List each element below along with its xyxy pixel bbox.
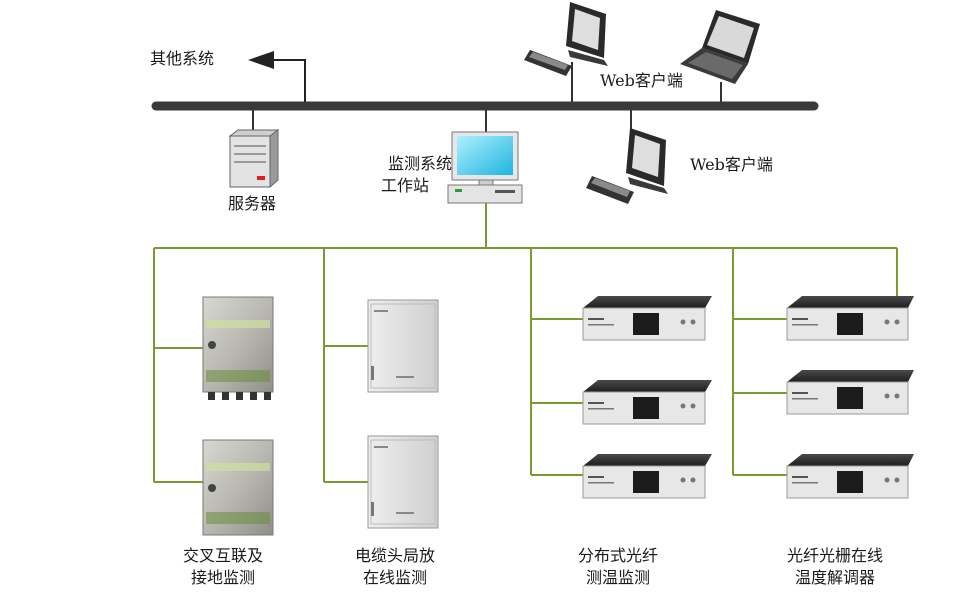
web-client-right-label: Web客户端	[690, 155, 773, 174]
server-icon	[228, 110, 280, 189]
dts-rack-unit-1	[582, 296, 712, 341]
fbg-rack-unit-3	[786, 454, 914, 499]
cross-bonding-cabinet-1	[202, 296, 274, 400]
group-label-cross-bonding-line1: 交叉互联及	[182, 546, 263, 565]
desktop-computer-icon	[524, 2, 608, 102]
group-label-fbg-line2: 温度解调器	[794, 568, 875, 587]
dts-rack-unit-3	[582, 454, 712, 499]
other-system-label: 其他系统	[150, 49, 215, 68]
workstation-icon	[447, 110, 523, 204]
other-system-arrow	[248, 51, 306, 102]
dts-rack-unit-2	[582, 380, 712, 425]
field-network-lines	[153, 203, 898, 483]
group-label-cross-bonding-line2: 接地监测	[190, 568, 255, 587]
desktop-computer-icon-2	[586, 110, 668, 204]
group-label-dts-line1: 分布式光纤	[577, 546, 658, 565]
laptop-icon	[680, 10, 760, 102]
group-label-partial-discharge-line1: 电缆头局放	[354, 546, 435, 565]
workstation-label-line1: 监测系统	[387, 154, 452, 173]
fbg-rack-unit-2	[786, 370, 914, 415]
fbg-rack-unit-1	[786, 296, 914, 341]
group-label-dts-line2: 测温监测	[585, 568, 650, 587]
partial-discharge-cabinet-2	[367, 435, 439, 529]
partial-discharge-cabinet-1	[367, 299, 439, 393]
group-label-partial-discharge-line2: 在线监测	[362, 568, 427, 587]
workstation-label-line2: 工作站	[380, 176, 429, 195]
cross-bonding-cabinet-2	[202, 439, 274, 536]
web-client-top-label: Web客户端	[600, 71, 683, 90]
server-label: 服务器	[227, 194, 276, 213]
group-label-fbg-line1: 光纤光栅在线	[786, 546, 883, 565]
